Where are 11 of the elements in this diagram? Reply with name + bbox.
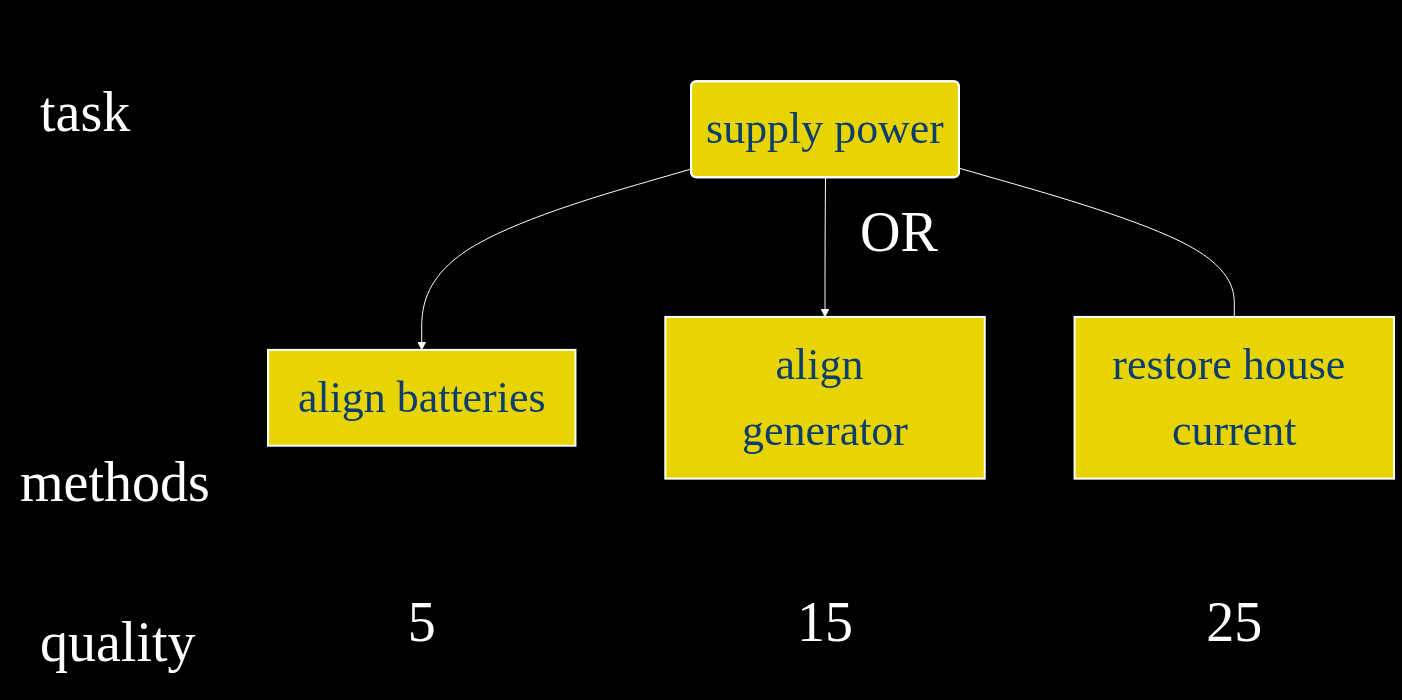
quality-value: 15 — [797, 590, 853, 654]
quality-value: 5 — [407, 590, 436, 654]
row-label: methods — [20, 450, 210, 514]
arrow — [820, 177, 830, 318]
row-label: quality — [40, 610, 196, 674]
quality-value: 25 — [1206, 590, 1263, 654]
node-box: restore house current — [1073, 315, 1395, 480]
node-box: align batteries — [267, 348, 577, 447]
row-label: task — [40, 80, 131, 144]
node-box: align generator — [664, 315, 986, 480]
connector — [958, 167, 1235, 318]
